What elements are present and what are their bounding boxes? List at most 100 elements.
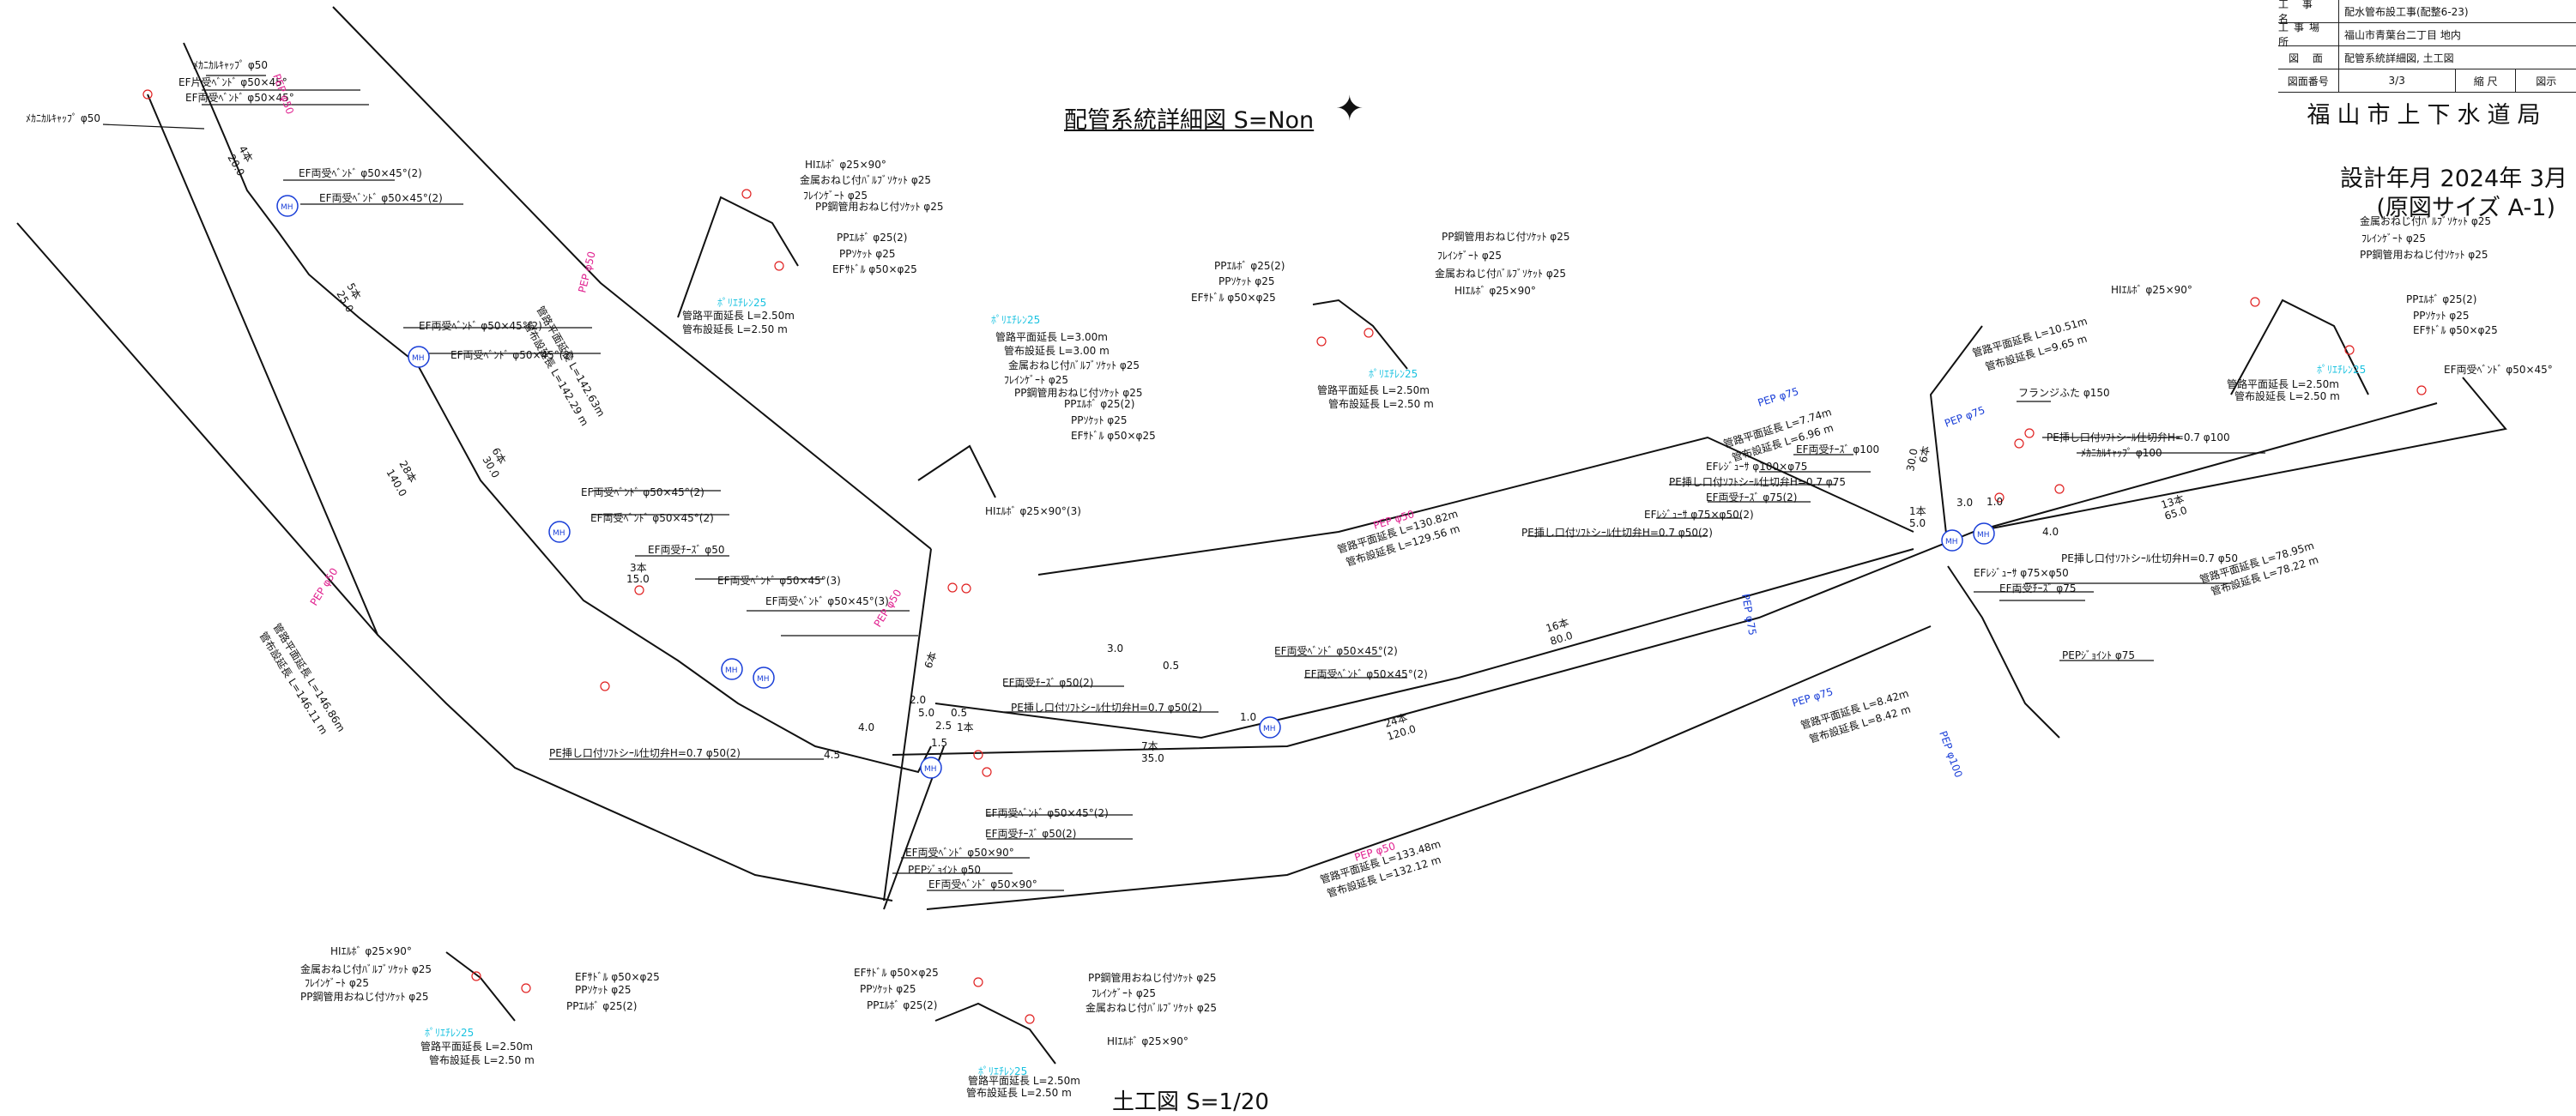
label-p7: PEP φ75 bbox=[1757, 385, 1800, 409]
label-n22: 1.5 bbox=[931, 737, 947, 749]
label-p9: PEP φ75 bbox=[1943, 404, 1986, 430]
label-n36: 2.0 bbox=[910, 694, 926, 706]
label-l60: 金属おねじ付ﾊﾞﾙﾌﾞｿｹｯﾄ φ25 bbox=[2360, 214, 2491, 227]
valve-icon bbox=[973, 977, 983, 987]
label-l57: 金属おねじ付ﾊﾞﾙﾌﾞｿｹｯﾄ φ25 bbox=[1435, 267, 1566, 280]
valve-icon bbox=[2054, 484, 2065, 494]
label-l12: EF両受ﾍﾞﾝﾄﾞ φ50×45°(3) bbox=[717, 575, 841, 587]
label-l37: EF両受ﾍﾞﾝﾄﾞ φ50×45° bbox=[2444, 364, 2553, 376]
label-d25: 管路平面延長 L=2.50m bbox=[420, 1040, 533, 1053]
valve-icon bbox=[1025, 1014, 1035, 1024]
label-n28: 5.0 bbox=[918, 707, 934, 719]
drawing-value: 配管系統詳細図, 土工図 bbox=[2344, 51, 2454, 64]
label-l45: 金属おねじ付ﾊﾞﾙﾌﾞｿｹｯﾄ φ25 bbox=[1008, 359, 1140, 371]
agency-name: 福山市上下水道局 bbox=[2307, 102, 2548, 129]
label-d21: 管路平面延長 L=2.50m bbox=[1317, 383, 1430, 396]
valve-icon bbox=[741, 189, 752, 199]
label-n35: 1.0 bbox=[1240, 711, 1256, 723]
label-d22: 管布設延長 L=2.50 m bbox=[1328, 397, 1434, 410]
label-d20: 管布設延長 L=3.00 m bbox=[1004, 344, 1110, 357]
label-l54: EFｻﾄﾞﾙ φ50×φ25 bbox=[1191, 292, 1276, 304]
label-d28: 管布設延長 L=2.50 m bbox=[966, 1086, 1072, 1099]
valve-icon bbox=[973, 750, 983, 760]
label-p10: PEP φ75 bbox=[1739, 593, 1758, 636]
label-l44: EFｻﾄﾞﾙ φ50×φ25 bbox=[832, 263, 917, 275]
pipe-run-outer bbox=[147, 94, 893, 902]
label-p2: PEP φ50 bbox=[576, 250, 597, 294]
service-branch-3 bbox=[917, 444, 996, 498]
label-c1: ﾎﾟﾘｴﾁﾚﾝ25 bbox=[717, 297, 766, 309]
label-n32: 30.0 bbox=[1904, 448, 1920, 473]
label-c4: ﾎﾟﾘｴﾁﾚﾝ25 bbox=[2317, 364, 2366, 376]
manhole-icon bbox=[1259, 716, 1281, 739]
label-l52: PPｴﾙﾎﾞ φ25(2) bbox=[1214, 260, 1285, 272]
service-branch-4 bbox=[2230, 299, 2369, 395]
label-l28: EFﾚｼﾞｭｰｻ φ75×φ50(2) bbox=[1644, 509, 1754, 521]
label-n14: 35.0 bbox=[1141, 752, 1164, 764]
label-d17: 管路平面延長 L=2.50m bbox=[682, 309, 795, 322]
label-c3: ﾎﾟﾘｴﾁﾚﾝ25 bbox=[1369, 368, 1418, 380]
label-n33: 3.0 bbox=[1107, 642, 1123, 655]
manhole-icon-glyph: MH bbox=[281, 203, 293, 212]
valve-icon bbox=[2250, 297, 2260, 307]
label-l48: PPｴﾙﾎﾞ φ25(2) bbox=[1064, 398, 1134, 410]
label-l38: HIｴﾙﾎﾞ φ25×90° bbox=[805, 159, 886, 171]
label-n26: 3本 bbox=[630, 562, 647, 574]
label-l13: EF両受ﾍﾞﾝﾄﾞ φ50×45°(3) bbox=[765, 595, 889, 607]
label-l17: EF両受ﾍﾞﾝﾄﾞ φ50×45°(2) bbox=[985, 807, 1109, 819]
valve-icon bbox=[1364, 328, 1374, 338]
pipe-run-right-drop bbox=[1947, 565, 2060, 739]
pipe-run-main-diagonal bbox=[892, 402, 2438, 756]
diagram-title: 配管系統詳細図 S=Non bbox=[1064, 107, 1315, 134]
manhole-icon bbox=[721, 658, 743, 680]
label-l8: EF両受ﾍﾞﾝﾄﾞ φ50×45°(2) bbox=[450, 349, 574, 361]
label-c6: ﾎﾟﾘｴﾁﾚﾝ25 bbox=[978, 1065, 1027, 1077]
label-l11: EF両受ﾁｰｽﾞ φ50 bbox=[648, 544, 725, 556]
label-l6: EF両受ﾍﾞﾝﾄﾞ φ50×45°(2) bbox=[319, 192, 443, 204]
label-l40: ﾌﾚｲﾝｹﾞｰﾄ φ25 bbox=[803, 190, 868, 202]
label-l73: EFｻﾄﾞﾙ φ50×φ25 bbox=[854, 967, 939, 979]
manhole-icon-glyph: MH bbox=[725, 667, 738, 675]
pipe-run-upper-right bbox=[1037, 436, 1914, 576]
label-n37: 4.0 bbox=[858, 721, 874, 733]
service-branch-1 bbox=[677, 196, 799, 318]
label-l47: PP鋼管用おねじ付ｿｹｯﾄ φ25 bbox=[1014, 386, 1142, 399]
label-c2: ﾎﾟﾘｴﾁﾚﾝ25 bbox=[991, 314, 1040, 326]
manhole-icon-glyph: MH bbox=[1945, 538, 1958, 546]
label-l15: PE挿し口付ｿﾌﾄシｰﾙ仕切弁H=0.7 φ50(2) bbox=[1011, 701, 1202, 714]
manhole-icon-glyph: MH bbox=[1977, 531, 1990, 540]
label-l30: PE挿し口付ｿﾌﾄシｰﾙ仕切弁H=0.7 φ100 bbox=[2047, 431, 2230, 443]
label-l77: ﾌﾚｲﾝｹﾞｰﾄ φ25 bbox=[1091, 987, 1156, 999]
label-l33: EFﾚｼﾞｭｰｻ φ75×φ50 bbox=[1974, 567, 2069, 579]
label-l3: EF片受ﾍﾞﾝﾄﾞ φ50×45° bbox=[178, 76, 287, 88]
label-p11: PEP φ100 bbox=[1937, 729, 1965, 779]
label-l63: PPｴﾙﾎﾞ φ25(2) bbox=[2406, 293, 2476, 305]
label-n17: 1本 bbox=[1909, 505, 1926, 517]
label-l5: EF両受ﾍﾞﾝﾄﾞ φ50×45°(2) bbox=[299, 167, 422, 179]
label-n23: 2.5 bbox=[935, 720, 952, 732]
label-n34: 0.5 bbox=[1163, 660, 1179, 672]
label-n18: 5.0 bbox=[1909, 517, 1926, 529]
valve-icon bbox=[2024, 428, 2035, 438]
scale-key: 縮 尺 bbox=[2456, 69, 2517, 92]
manhole-icon bbox=[276, 195, 299, 217]
label-l16: PE挿し口付ｿﾌﾄシｰﾙ仕切弁H=0.7 φ50(2) bbox=[549, 746, 741, 759]
valve-icon bbox=[2344, 345, 2355, 355]
valve-icon bbox=[521, 983, 531, 993]
label-d26: 管布設延長 L=2.50 m bbox=[429, 1053, 535, 1066]
number-key: 図面番号 bbox=[2278, 69, 2339, 92]
label-l70: EFｻﾄﾞﾙ φ50×φ25 bbox=[575, 971, 660, 983]
label-l32: PE挿し口付ｿﾌﾄシｰﾙ仕切弁H=0.7 φ50 bbox=[2061, 552, 2238, 564]
label-l10: EF両受ﾍﾞﾝﾄﾞ φ50×45°(2) bbox=[590, 512, 714, 524]
label-l56: ﾌﾚｲﾝｹﾞｰﾄ φ25 bbox=[1437, 250, 1502, 262]
label-l78: 金属おねじ付ﾊﾞﾙﾌﾞｿｹｯﾄ φ25 bbox=[1085, 1001, 1217, 1014]
label-l64: PPｿｹｯﾄ φ25 bbox=[2413, 310, 2469, 322]
valve-icon bbox=[982, 767, 992, 777]
label-l19: EF両受ﾍﾞﾝﾄﾞ φ50×90° bbox=[905, 847, 1014, 859]
label-l21: EF両受ﾍﾞﾝﾄﾞ φ50×90° bbox=[928, 878, 1037, 890]
label-l71: PPｿｹｯﾄ φ25 bbox=[575, 984, 631, 996]
valve-icon bbox=[961, 583, 971, 594]
pipe-run-upper-branch bbox=[1929, 325, 1983, 550]
